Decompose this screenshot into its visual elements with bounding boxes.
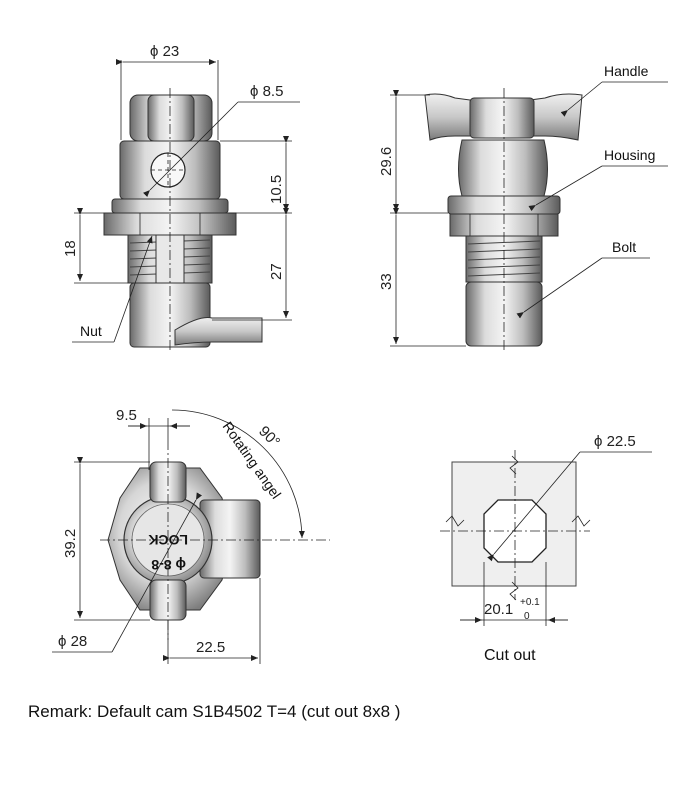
remark-text: Remark: Default cam S1B4502 T=4 (cut out… — [28, 702, 401, 721]
tol-upper: +0.1 — [520, 597, 540, 608]
side-view: 29.6 33 Handle Housing Bolt — [378, 63, 668, 350]
dim-9-5: 9.5 — [116, 407, 137, 424]
dim-phi-8-5: ϕ 8.5 — [250, 83, 283, 100]
front-view: ϕ 23 ϕ 8.5 10.5 27 18 Nut — [62, 43, 300, 350]
cutout-view: ϕ 22.5 20.1 +0.1 0 Cut out — [440, 433, 652, 664]
dim-20-1: 20.1 — [484, 601, 513, 618]
dim-39-2: 39.2 — [62, 529, 79, 558]
dim-29-6: 29.6 — [378, 147, 395, 176]
dim-10-5: 10.5 — [268, 175, 285, 204]
dim-18: 18 — [62, 240, 79, 257]
dim-22-5: 22.5 — [196, 639, 225, 656]
dim-phi-28: ϕ 28 — [58, 633, 87, 650]
dim-33: 33 — [378, 273, 395, 290]
side-housing — [458, 139, 548, 197]
label-handle: Handle — [604, 63, 649, 79]
dim-phi-22-5: ϕ 22.5 — [594, 433, 636, 450]
dim-phi-23: ϕ 23 — [150, 43, 179, 60]
angle-90: 90° — [255, 423, 283, 451]
face-text-size: ϕ 8-8 — [151, 557, 186, 573]
tol-lower: 0 — [524, 611, 530, 622]
dim-27: 27 — [268, 263, 285, 280]
label-bolt: Bolt — [612, 239, 636, 255]
label-housing: Housing — [604, 147, 655, 163]
cutout-caption: Cut out — [484, 647, 536, 664]
top-view: LOCK ϕ 8-8 9.5 90° Rotating angel 39.2 ϕ… — [52, 407, 330, 664]
front-cam — [174, 317, 263, 346]
label-nut: Nut — [80, 323, 102, 339]
